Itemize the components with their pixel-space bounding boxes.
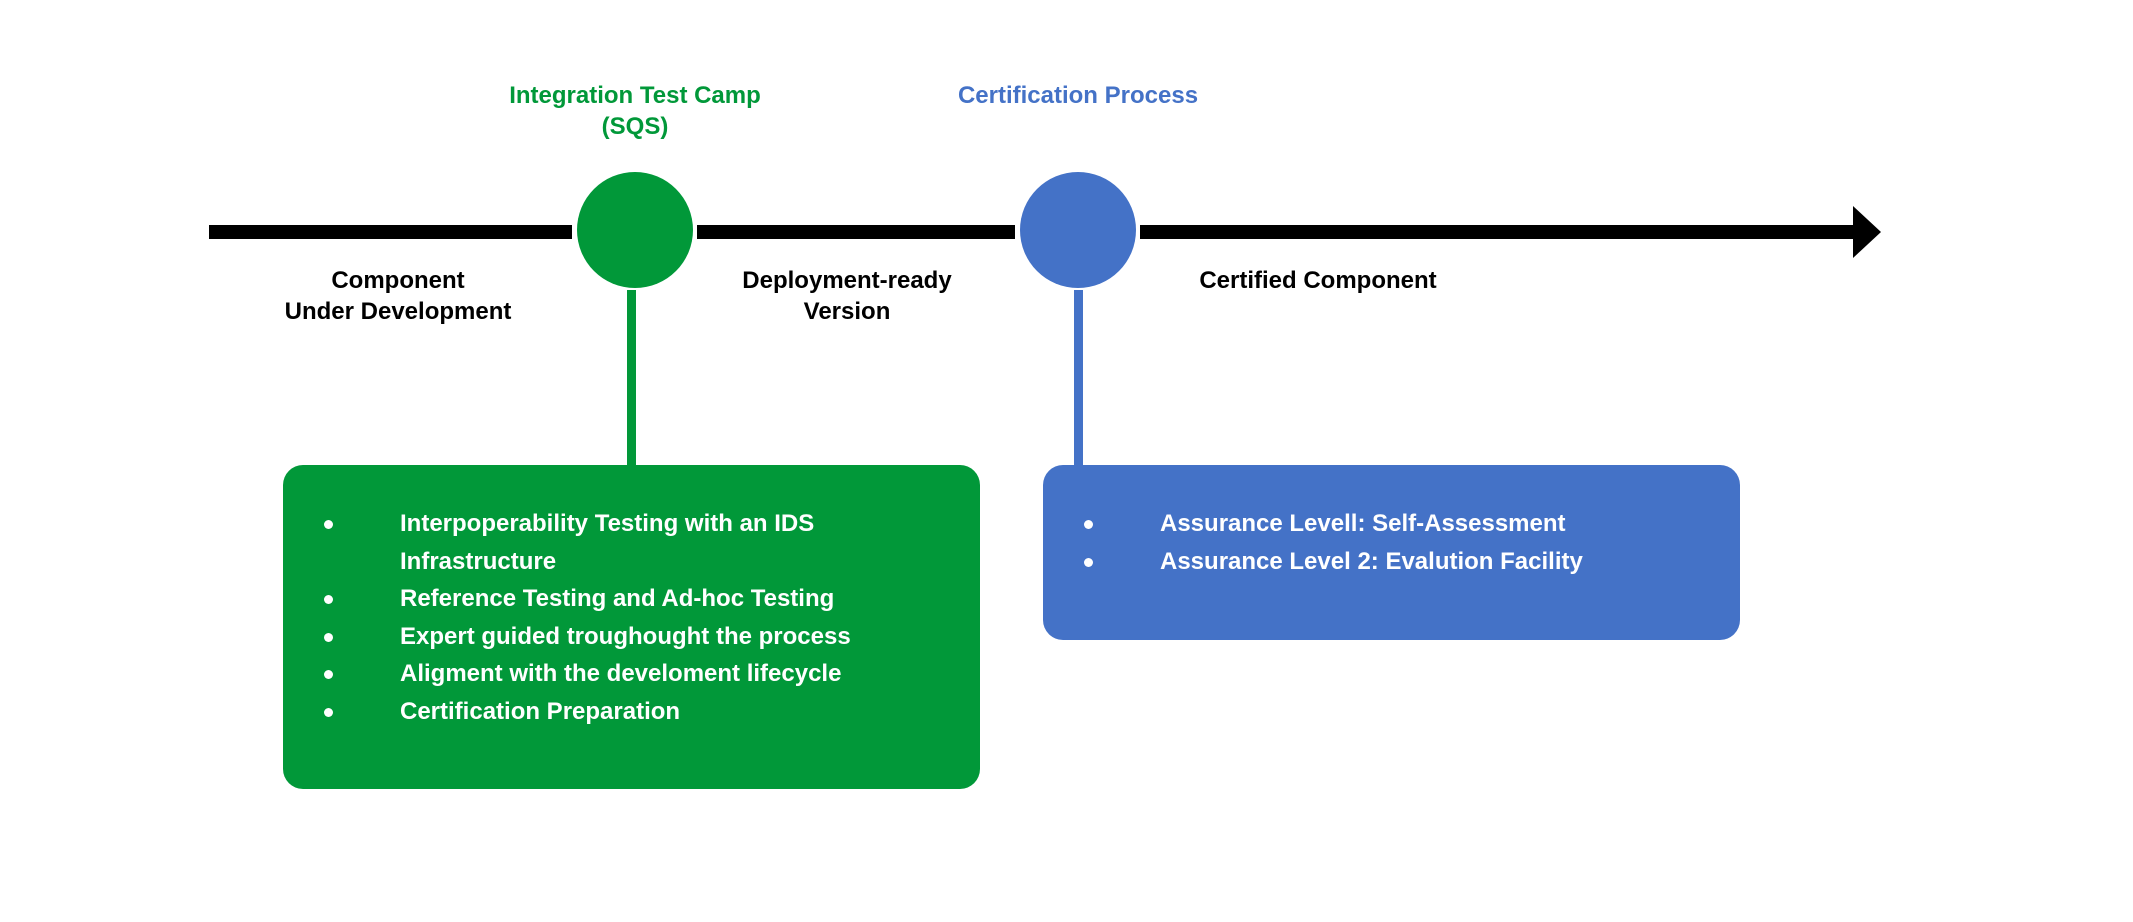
detail-item-text: Expert guided troughought the process (400, 622, 851, 650)
bullet-icon (1084, 520, 1093, 529)
detail-item-text: Interpoperability Testing with an IDS (400, 510, 815, 537)
detail-list-item: Reference Testing and Ad-hoc Testing (283, 580, 980, 618)
bullet-icon (324, 595, 333, 604)
stage-label-line: Deployment-ready (742, 267, 952, 294)
bullet-icon (324, 707, 333, 717)
bullet-icon (324, 520, 333, 529)
stage-label-certified-component: Certified Component (1168, 265, 1468, 296)
detail-list-item: Expert guided troughought the process (283, 618, 980, 656)
bullet-icon (1084, 557, 1093, 567)
milestone-connector-blue (1074, 290, 1083, 466)
milestone-title-integration-test-camp: Integration Test Camp (SQS) (485, 80, 785, 142)
milestone-title-line: Integration Test Camp (509, 82, 761, 109)
stage-label-component-under-development: Component Under Development (248, 265, 548, 327)
detail-list-item: Certification Preparation (283, 693, 980, 731)
detail-item-text: Certification Preparation (400, 697, 681, 725)
timeline-arrow-head (1853, 206, 1881, 258)
detail-list: Assurance Levell: Self-Assessment Assura… (1043, 505, 1740, 580)
milestone-marker-integration-test-camp (577, 172, 693, 288)
detail-list-item: Interpoperability Testing with an IDS In… (283, 505, 980, 580)
timeline-segment-3 (1140, 225, 1856, 239)
milestone-title-line: Certification Process (957, 82, 1199, 109)
milestone-connector-green (627, 290, 636, 466)
detail-item-text: Assurance Level 2: Evalution Facility (1160, 547, 1583, 575)
timeline-segment-1 (209, 225, 572, 239)
detail-item-text: Assurance Levell: Self-Assessment (1160, 510, 1566, 537)
detail-item-text: Aligment with the develoment lifecycle (400, 660, 842, 687)
detail-item-text: Infrastructure (400, 547, 557, 575)
timeline-segment-2 (697, 225, 1015, 239)
stage-label-line: Component (331, 267, 465, 294)
stage-label-line: Under Development (284, 298, 512, 325)
milestone-title-certification-process: Certification Process (928, 80, 1228, 111)
stage-label-deployment-ready-version: Deployment-ready Version (697, 265, 997, 327)
detail-list-item: Assurance Levell: Self-Assessment (1043, 505, 1740, 543)
stage-label-line: Certified Component (1199, 267, 1437, 294)
bullet-icon (324, 632, 333, 642)
detail-box-certification-process: Assurance Levell: Self-Assessment Assura… (1043, 465, 1740, 640)
detail-list-item: Assurance Level 2: Evalution Facility (1043, 543, 1740, 581)
detail-list: Interpoperability Testing with an IDS In… (283, 505, 980, 730)
detail-list-item: Aligment with the develoment lifecycle (283, 655, 980, 693)
milestone-title-line: (SQS) (601, 113, 669, 140)
milestone-marker-certification-process (1020, 172, 1136, 288)
stage-label-line: Version (803, 298, 891, 325)
bullet-icon (324, 670, 333, 679)
detail-box-integration-test-camp: Interpoperability Testing with an IDS In… (283, 465, 980, 789)
detail-item-text: Reference Testing and Ad-hoc Testing (400, 585, 835, 612)
